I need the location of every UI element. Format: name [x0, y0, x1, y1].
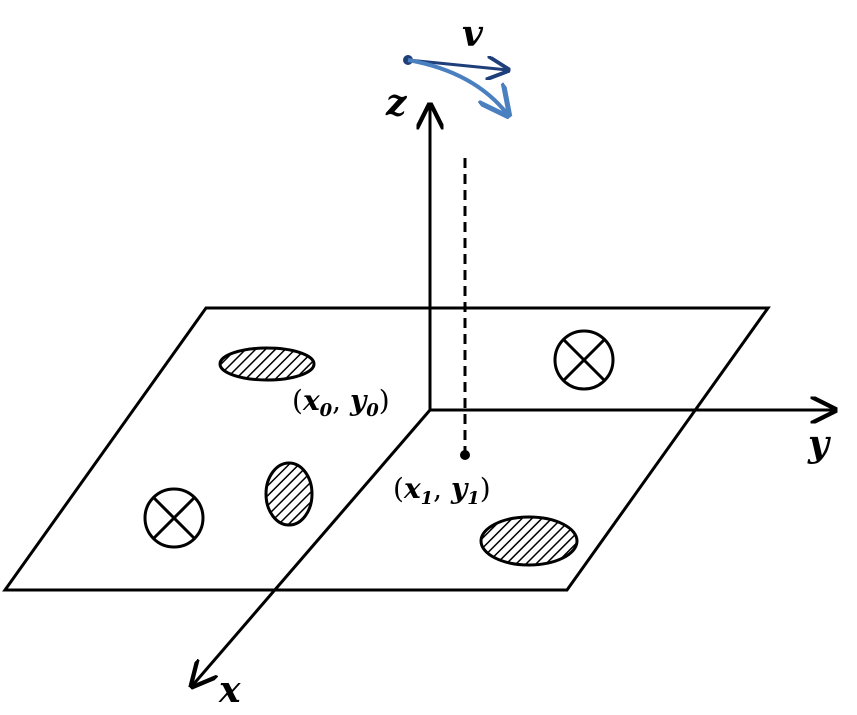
x-axis: [192, 409, 432, 686]
hatched-ellipse-icon: [264, 461, 314, 527]
y-axis-label: y: [807, 423, 831, 465]
hatched-ellipse-icon: [218, 346, 316, 382]
z-axis-label: z: [385, 82, 408, 124]
cross-circle-icon: [553, 329, 615, 391]
point-marker: [460, 450, 470, 460]
point-label: (x1, y1): [393, 472, 491, 509]
origin-label: (x0, y0): [292, 384, 390, 421]
ground-plane: [2, 306, 771, 592]
cross-circle-icon: [143, 487, 205, 549]
velocity-label: v: [462, 13, 484, 55]
hatched-ellipse-icon: [479, 515, 579, 567]
curved-trajectory: [407, 58, 508, 115]
x-axis-label: x: [218, 669, 241, 711]
